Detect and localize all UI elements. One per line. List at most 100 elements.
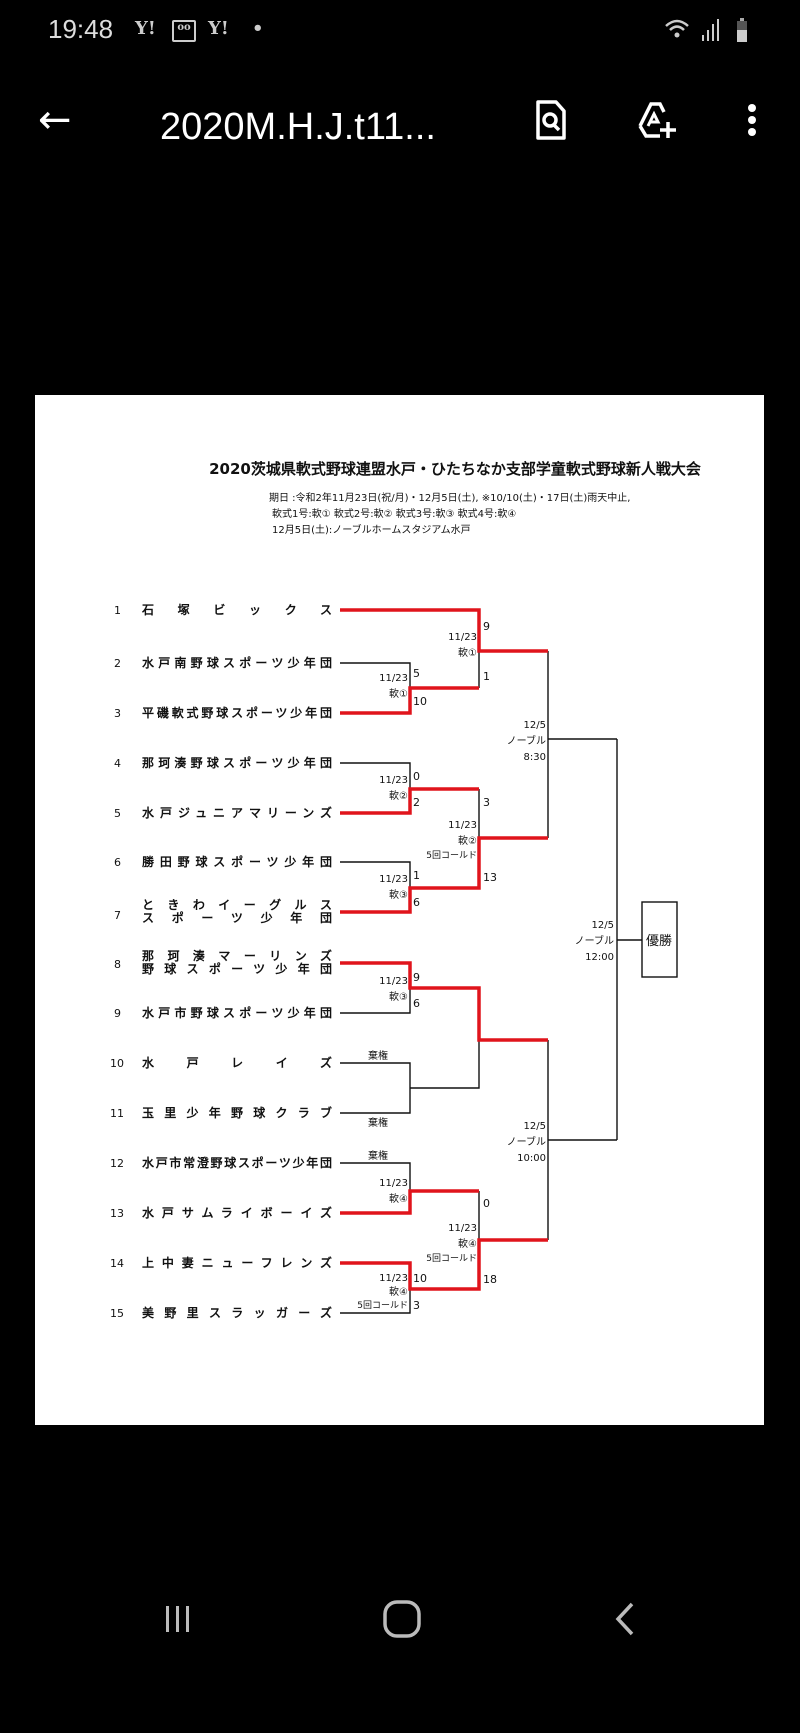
champion-box [641,901,678,978]
svg-text:11/23: 11/23 [448,632,477,643]
status-time: 19:48 [48,14,114,44]
battery-icon [737,18,747,42]
dot-icon: • [252,18,264,39]
svg-text:軟①: 軟① [389,687,408,700]
svg-text:11/23: 11/23 [448,1223,477,1234]
svg-text:軟③: 軟③ [389,888,408,901]
signal-icon [702,19,719,41]
svg-text:11/23: 11/23 [379,775,408,786]
svg-text:軟④: 軟④ [389,1192,408,1205]
svg-text:軟②: 軟② [389,789,408,802]
search-document-icon[interactable] [528,98,572,142]
svg-text:美野里スラッガーズ: 美野里スラッガーズ [142,1305,332,1320]
svg-text:6: 6 [413,997,420,1010]
svg-text:水戸市常澄野球スポーツ少年団: 水戸市常澄野球スポーツ少年団 [142,1155,332,1170]
svg-text:玉里少年野球クラブ: 玉里少年野球クラブ [142,1105,332,1120]
svg-text:ノーブル: ノーブル [507,1135,546,1148]
navigation-bar [0,1590,800,1670]
svg-text:6: 6 [413,896,420,909]
voicemail-icon: oo [172,20,196,42]
svg-text:9: 9 [483,620,490,633]
svg-text:11/23: 11/23 [448,820,477,831]
svg-text:14: 14 [110,1257,124,1270]
svg-text:8:30: 8:30 [524,752,546,763]
svg-text:軟②: 軟② [458,834,477,847]
svg-text:3: 3 [413,1299,420,1312]
svg-text:水戸ジュニアマリーンズ: 水戸ジュニアマリーンズ [142,805,332,820]
match-4v5: 11/23 軟② 0 2 [379,770,420,809]
svg-text:平磯軟式野球スポーツ少年団: 平磯軟式野球スポーツ少年団 [142,705,332,720]
svg-text:勝田野球スポーツ少年団: 勝田野球スポーツ少年団 [142,854,332,869]
svg-text:12:00: 12:00 [585,952,614,963]
svg-text:11/23: 11/23 [379,673,408,684]
arrow-left-icon[interactable]: ← [38,97,72,143]
svg-text:12/5: 12/5 [524,720,546,731]
svg-text:10: 10 [413,1272,427,1285]
svg-text:棄権: 棄権 [368,1116,388,1129]
svg-text:1: 1 [413,869,420,882]
svg-text:軟④: 軟④ [389,1285,408,1298]
svg-text:5回コールド: 5回コールド [426,1253,477,1264]
svg-text:ノーブル: ノーブル [575,934,614,947]
back-icon[interactable] [596,1590,656,1650]
svg-text:2: 2 [413,796,420,809]
svg-text:野球スポーツ少年団: 野球スポーツ少年団 [142,961,332,976]
svg-text:5: 5 [114,807,121,820]
home-icon[interactable] [372,1590,432,1650]
svg-text:棄権: 棄権 [368,1149,388,1162]
more-vert-icon[interactable] [730,98,774,142]
svg-text:9: 9 [114,1007,121,1020]
svg-text:軟①: 軟① [458,646,477,659]
svg-text:0: 0 [483,1197,490,1210]
match-1vw: 11/23 軟① 9 1 [448,620,490,683]
svg-text:11/23: 11/23 [379,874,408,885]
info-fields: 軟式1号:軟① 軟式2号:軟② 軟式3号:軟③ 軟式4号:軟④ [272,507,516,520]
yahoo-icon: Y! [208,18,229,39]
info-dates: 期日 :令和2年11月23日(祝/月)・12月5日(土), ※10/10(土)・… [269,491,630,504]
info-venue: 12月5日(土):ノーブルホームスタジアム水戸 [272,523,471,536]
wifi-icon [665,19,689,38]
svg-text:4: 4 [114,757,121,770]
svg-text:12: 12 [110,1157,124,1170]
system-icons [665,18,747,42]
svg-text:11/23: 11/23 [379,976,408,987]
svg-text:2: 2 [114,657,121,670]
match-final: 12/5 ノーブル 12:00 [575,920,614,963]
recents-icon[interactable] [148,1590,208,1650]
svg-text:ノーブル: ノーブル [507,734,546,747]
match-6v7: 11/23 軟③ 1 6 [379,869,420,909]
svg-text:3: 3 [483,796,490,809]
svg-text:8: 8 [114,958,121,971]
svg-text:12/5: 12/5 [592,920,614,931]
champion-label: 優勝 [646,934,672,949]
svg-text:13: 13 [110,1207,124,1220]
svg-text:0: 0 [413,770,420,783]
svg-text:5回コールド: 5回コールド [357,1300,408,1311]
svg-text:1: 1 [483,670,490,683]
add-to-drive-icon[interactable] [634,98,678,142]
document-title: 2020M.H.J.t11... [160,106,436,148]
svg-text:10:00: 10:00 [517,1153,546,1164]
svg-text:棄権: 棄権 [368,1049,388,1062]
team-row: 12 水戸市常澄野球スポーツ少年団 [110,1155,332,1170]
svg-text:13: 13 [483,871,497,884]
svg-text:軟③: 軟③ [389,990,408,1003]
svg-text:軟④: 軟④ [458,1237,477,1250]
svg-text:7: 7 [114,909,121,922]
app-bar: ← 2020M.H.J.t11... [0,90,800,160]
